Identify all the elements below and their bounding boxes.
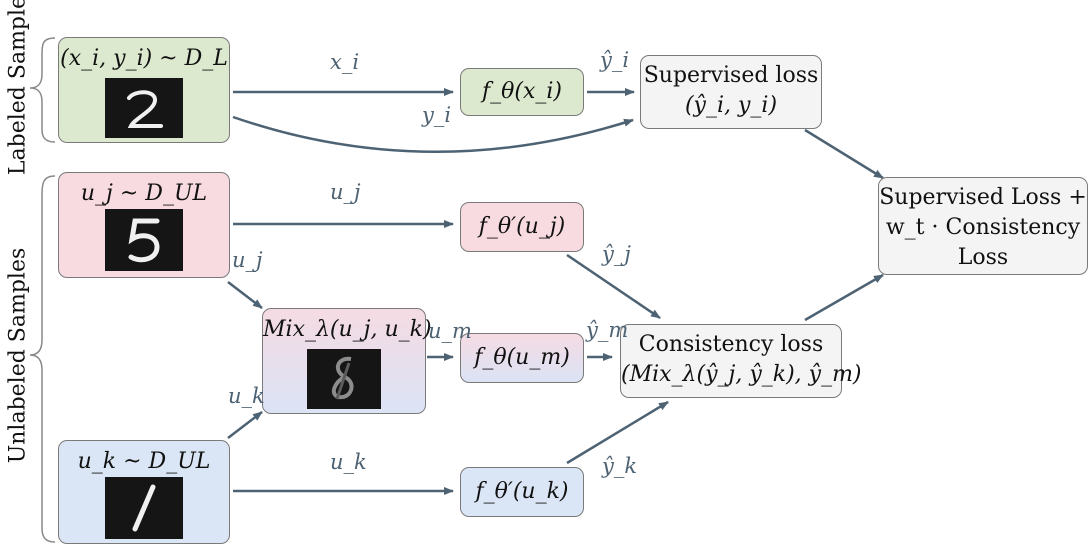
unlabeled-j-input-label: u_j ~ D_UL <box>80 181 208 206</box>
edge-label-uk-mix: u_k <box>228 384 265 408</box>
digit-mixed-stroke <box>331 356 354 400</box>
total-loss-line3: Loss <box>957 245 1009 270</box>
total-loss-box: Supervised Loss + w_t · Consistency Loss <box>878 177 1088 275</box>
arrow-cons-to-total <box>804 273 884 322</box>
edge-label-um: u_m <box>428 319 472 343</box>
consistency-loss-title: Consistency loss <box>638 332 824 357</box>
arrow-sup-to-total <box>804 128 884 180</box>
supervised-loss-box: Supervised loss (ŷ_i, y_i) <box>640 55 822 129</box>
arrow-uj-mix <box>227 281 263 309</box>
model-f-theta-um-label: f_θ(u_m) <box>474 345 570 370</box>
edge-label-uj-top: u_j <box>330 180 361 204</box>
arrow-yi <box>232 115 634 153</box>
labeled-input-box: (x_i, y_i) ~ D_L <box>58 37 230 143</box>
model-f-theta-prime-uk-label: f_θ′(u_k) <box>475 479 569 504</box>
consistency-loss-args: (Mix_λ(ŷ_j, ŷ_k), ŷ_m) <box>621 362 862 387</box>
labeled-brace <box>29 37 56 143</box>
edge-label-uj-mix: u_j <box>232 248 263 272</box>
digit-1-stroke <box>132 484 156 532</box>
unlabeled-samples-label: Unlabeled Samples <box>5 247 31 464</box>
digit-image-5 <box>105 209 183 271</box>
edge-label-xi: x_i <box>330 50 360 74</box>
digit-5-stroke <box>128 218 160 263</box>
unlabeled-j-input-box: u_j ~ D_UL <box>58 172 230 278</box>
total-loss-line2: w_t · Consistency <box>885 215 1081 240</box>
model-f-theta-xi-label: f_θ(x_i) <box>482 79 562 104</box>
model-f-theta-um: f_θ(u_m) <box>460 333 584 383</box>
mix-box: Mix_λ(u_j, u_k) <box>262 308 432 414</box>
edge-label-yhat-j: ŷ_j <box>602 242 631 266</box>
digit-image-1 <box>105 477 183 539</box>
unlabeled-k-input-label: u_k ~ D_UL <box>77 449 211 474</box>
arrow-yhat-j <box>566 253 661 320</box>
edge-label-yhat-k: ŷ_k <box>602 454 638 478</box>
arrow-uk-mix <box>227 411 263 439</box>
consistency-loss-box: Consistency loss (Mix_λ(ŷ_j, ŷ_k), ŷ_m) <box>620 324 862 398</box>
total-loss-line1: Supervised Loss + <box>879 185 1087 210</box>
labeled-input-label: (x_i, y_i) ~ D_L <box>60 46 228 71</box>
digit-image-2 <box>105 78 183 138</box>
digit-2-stroke <box>127 90 163 128</box>
labeled-sample-label: Labeled Sample <box>5 0 31 176</box>
unlabeled-brace <box>29 175 56 543</box>
edge-label-yi: y_i <box>422 103 452 127</box>
edge-label-uk-bottom: u_k <box>330 450 367 474</box>
model-f-theta-prime-uj-label: f_θ′(u_j) <box>478 214 566 239</box>
edge-label-yhat-i: ŷ_i <box>600 48 630 72</box>
supervised-loss-title: Supervised loss <box>643 63 819 88</box>
model-f-theta-prime-uk: f_θ′(u_k) <box>460 467 584 517</box>
mix-box-label: Mix_λ(u_j, u_k) <box>263 317 432 342</box>
unlabeled-k-input-box: u_k ~ D_UL <box>58 440 230 544</box>
arrow-yhat-k <box>566 400 669 465</box>
model-f-theta-prime-uj: f_θ′(u_j) <box>460 202 584 252</box>
model-f-theta-xi: f_θ(x_i) <box>460 68 584 116</box>
digit-image-mixed <box>307 349 381 409</box>
edge-label-yhat-m: ŷ_m <box>586 318 629 342</box>
supervised-loss-args: (ŷ_i, y_i) <box>684 93 778 118</box>
